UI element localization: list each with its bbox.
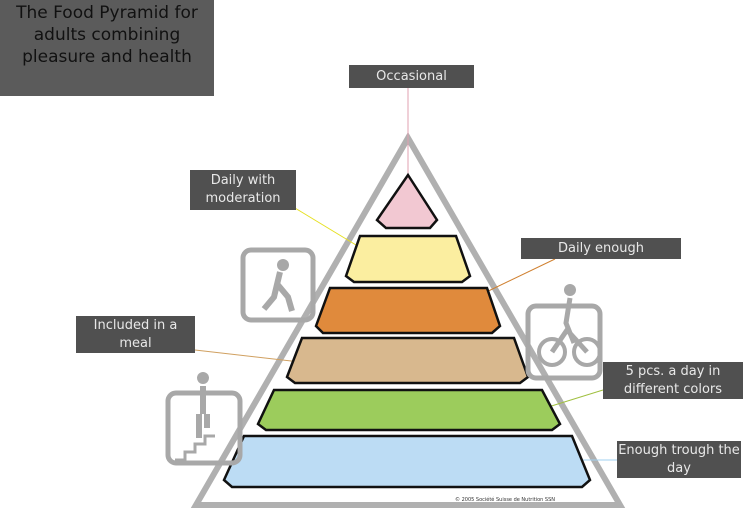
tier-fats: [344, 234, 472, 284]
leader-daily-enough: [477, 258, 556, 297]
leader-meal: [194, 349, 301, 363]
label-enough-through-day: Enough trough the day: [617, 441, 741, 478]
page-title: The Food Pyramid for adults combining pl…: [0, 0, 214, 96]
cycling-icon: [525, 284, 603, 381]
label-daily-enough: Daily enough: [521, 238, 681, 259]
tier-drinks: [222, 434, 592, 489]
label-five-pcs: 5 pcs. a day in different colors: [603, 362, 743, 399]
label-occasional: Occasional: [349, 65, 474, 88]
tier-sweets: [375, 172, 439, 230]
leader-moderation: [289, 204, 357, 246]
tier-protein: [314, 286, 502, 335]
walking-icon: [240, 247, 316, 323]
leader-five-pcs: [544, 389, 604, 409]
label-included-in-meal: Included in a meal: [76, 316, 195, 353]
tier-fruits-vegetables: [256, 388, 562, 432]
tier-grains: [285, 336, 530, 385]
label-daily-with-moderation: Daily with moderation: [190, 170, 296, 210]
stairs-icon: [165, 372, 243, 466]
copyright: © 2005 Société Suisse de Nutrition SSN: [455, 497, 555, 503]
